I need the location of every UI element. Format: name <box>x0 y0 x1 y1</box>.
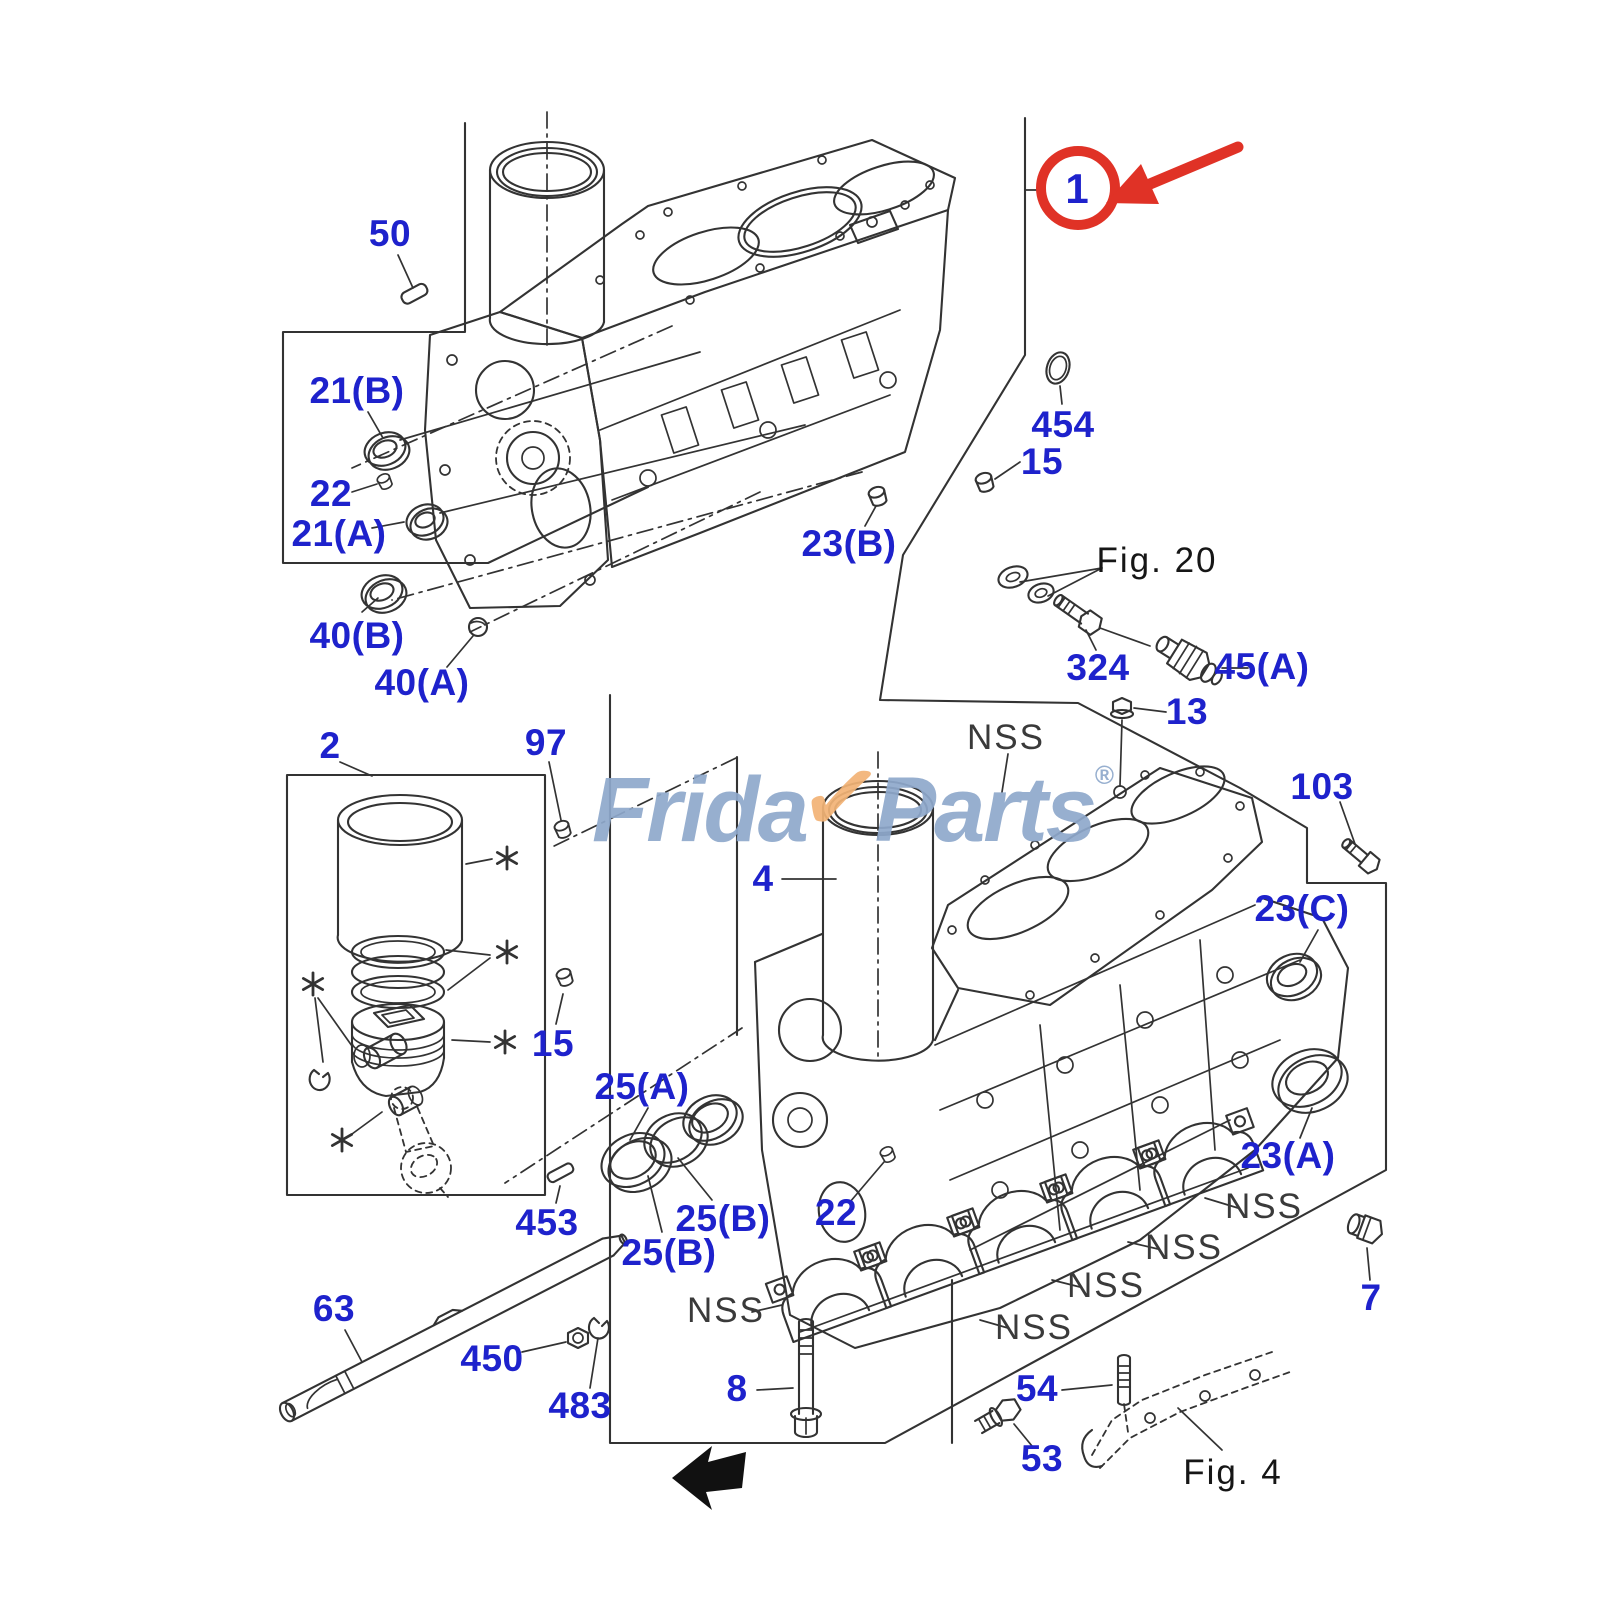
part-label-4: 4 <box>752 858 774 899</box>
part-label-45a: 45(A) <box>1214 646 1310 687</box>
nss-label: NSS <box>687 1291 765 1330</box>
part-label-40b: 40(B) <box>309 615 405 656</box>
highlight-arrow-head <box>1106 164 1159 204</box>
part-label-103: 103 <box>1290 766 1354 807</box>
part-label-2: 2 <box>319 725 341 766</box>
part-label-454: 454 <box>1031 404 1095 445</box>
part-label-15-mid: 15 <box>531 1023 575 1064</box>
part-label-53: 53 <box>1020 1438 1064 1479</box>
nss-label: NSS <box>1145 1228 1223 1267</box>
part-label-25b-2: 25(B) <box>621 1232 717 1273</box>
part-label-22: 22 <box>309 473 353 514</box>
note-asterisk-icon <box>329 1127 355 1153</box>
part-label-324: 324 <box>1066 647 1130 688</box>
highlight-arrow-shaft <box>1144 141 1244 190</box>
note-asterisk-icon <box>494 939 520 965</box>
part-label-23b: 23(B) <box>801 523 897 564</box>
part-label-7: 7 <box>1360 1277 1382 1318</box>
watermark-part2: Parts <box>874 759 1097 861</box>
part-label-54: 54 <box>1015 1368 1059 1409</box>
part-label-40a: 40(A) <box>374 662 470 703</box>
part-label-21a: 21(A) <box>291 513 387 554</box>
fig-ref-20: Fig. 20 <box>1096 541 1218 580</box>
bottom-engine-block <box>753 765 1350 1350</box>
nss-label: NSS <box>1067 1266 1145 1305</box>
seal-23a <box>1271 1048 1349 1114</box>
leader-lines <box>339 189 1371 1447</box>
watermark-registered-mark: ® <box>1094 760 1115 790</box>
highlight-circle <box>1036 146 1120 230</box>
note-asterisk-icon <box>300 971 326 997</box>
note-asterisk-icon <box>494 845 520 871</box>
nss-label: NSS <box>967 718 1045 757</box>
piston-kit-box <box>285 773 547 1197</box>
part-label-8: 8 <box>726 1368 748 1409</box>
note-asterisk-icon <box>492 1029 518 1055</box>
part-label-97: 97 <box>524 722 568 763</box>
highlight-annotation <box>1036 141 1244 230</box>
part-label-23a: 23(A) <box>1240 1135 1336 1176</box>
nss-label: NSS <box>1225 1187 1303 1226</box>
watermark-part1: Frida <box>592 759 809 861</box>
direction-arrow-icon <box>672 1446 746 1510</box>
oil-gallery-rod <box>278 1233 628 1423</box>
part-label-15-top: 15 <box>1020 441 1064 482</box>
part-label-63: 63 <box>312 1288 356 1329</box>
top-engine-block <box>423 138 957 610</box>
nss-label: NSS <box>995 1308 1073 1347</box>
part-label-25a: 25(A) <box>594 1066 690 1107</box>
part-label-13: 13 <box>1165 691 1209 732</box>
part-label-25b-1: 25(B) <box>675 1198 771 1239</box>
part-label-50: 50 <box>368 213 412 254</box>
fig-ref-4: Fig. 4 <box>1183 1453 1283 1492</box>
piston-kit-parts <box>308 793 493 1198</box>
highlighted-part-number: 1 <box>1065 165 1089 212</box>
fig4-bracket-sketch <box>1081 1351 1291 1469</box>
part-label-450: 450 <box>460 1338 524 1379</box>
part-label-483: 483 <box>548 1385 612 1426</box>
part-label-453: 453 <box>515 1202 579 1243</box>
watermark-logo: Frida✓Parts® <box>592 737 1115 863</box>
part-label-22b: 22 <box>814 1192 858 1233</box>
camshaft-rings <box>600 1094 744 1194</box>
seal-23c <box>1265 952 1323 1002</box>
part-label-21b: 21(B) <box>309 370 405 411</box>
part-label-23c: 23(C) <box>1254 888 1350 929</box>
group-frames <box>281 116 1388 1445</box>
